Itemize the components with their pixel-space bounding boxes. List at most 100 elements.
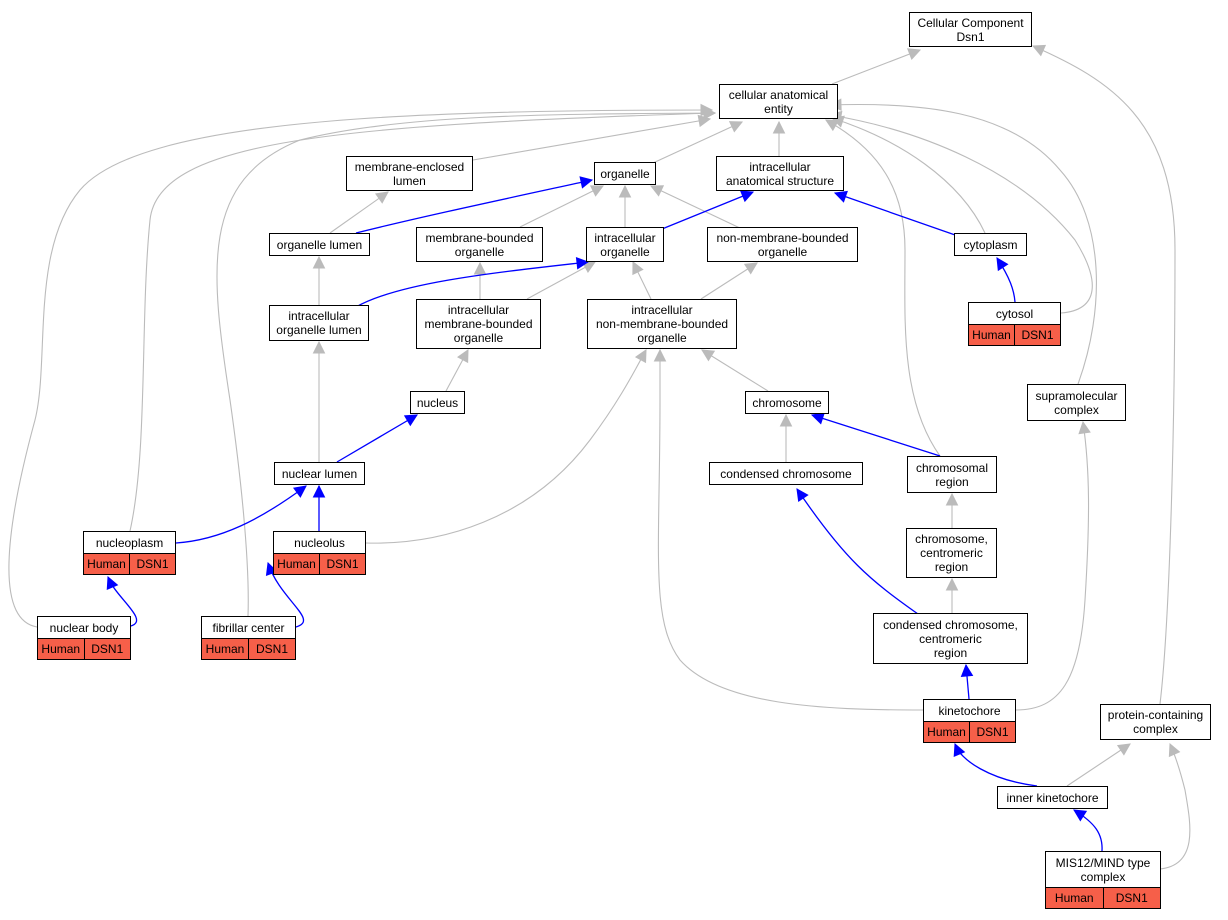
term-label: supramolecular complex [1035,388,1118,417]
edge-is-a-mbo-to-org [519,185,604,228]
annotation-species: Human [274,554,319,574]
term-node-cchrom[interactable]: condensed chromosome [709,462,863,485]
term-label: organelle [600,166,650,181]
term-label: intracellular organelle [594,230,656,259]
term-node-nbody[interactable]: nuclear body [37,616,131,639]
edge-part-of-io-to-ias-arrowhead [739,190,755,203]
term-node-root[interactable]: Cellular Component Dsn1 [909,12,1032,47]
edge-is-a-chreg-to-cae-arrowhead [825,119,840,132]
term-node-nmbo[interactable]: non-membrane-bounded organelle [707,227,858,262]
term-node-cytosol[interactable]: cytosol [968,302,1061,325]
edge-is-a-cchrom-to-chrom-arrowhead [779,413,793,427]
term-node-chrom[interactable]: chromosome [745,391,829,414]
edge-part-of-cyto-to-ias [834,192,959,237]
edge-is-a-olum-to-mel [329,191,389,234]
term-node-inmbo[interactable]: intracellular non-membrane-bounded organ… [587,299,737,349]
term-label: protein-containing complex [1107,708,1204,736]
term-node-nuc[interactable]: nucleus [410,391,465,414]
term-label: nucleolus [294,535,345,550]
edge-part-of-cytosol-to-cyto-arrowhead [996,257,1009,272]
edge-is-a-mis12-to-pcc-arrowhead [1168,742,1181,758]
term-node-cae[interactable]: cellular anatomical entity [719,84,838,119]
annotation-gene: DSN1 [1014,325,1060,345]
term-label: chromosomal region [915,460,989,489]
term-node-org[interactable]: organelle [594,162,656,185]
edge-is-a-inmbo-to-nmbo-arrowhead [743,262,758,275]
edge-is-a-nucleolus-to-inmbo-arrowhead [634,349,647,364]
term-node-imbo[interactable]: intracellular membrane-bounded organelle [416,299,541,349]
edge-is-a-imbo-to-io [526,261,596,300]
edge-part-of-nucleolus-to-nlum-arrowhead [312,484,326,498]
annotation-gene: DSN1 [319,554,365,574]
term-node-ccr[interactable]: chromosome, centromeric region [906,528,997,578]
term-node-mel[interactable]: membrane-enclosed lumen [346,156,473,191]
edge-is-a-fc-to-cae [216,112,716,617]
edge-is-a-io-to-org-arrowhead [618,184,632,198]
term-node-cccr[interactable]: condensed chromosome, centromeric region [873,613,1028,664]
edge-is-a-ik-to-pcc [1066,743,1131,787]
term-label: MIS12/MIND type complex [1055,855,1151,884]
edge-is-a-inmbo-to-io-arrowhead [632,260,644,276]
term-node-smc[interactable]: supramolecular complex [1027,384,1126,421]
edge-is-a-kin-to-inmbo [657,350,924,711]
edge-is-a-nmbo-to-org-arrowhead [649,185,665,197]
annotation-species: Human [202,639,248,659]
edge-is-a-kin-to-inmbo-arrowhead [653,348,667,362]
annotation-gene: DSN1 [1102,888,1160,908]
edge-is-a-org-to-cae-arrowhead [728,121,744,133]
edge-part-of-olum-to-org [355,179,593,234]
annotation-species: Human [84,554,129,574]
term-node-io[interactable]: intracellular organelle [586,227,664,262]
edge-part-of-cccr-to-cchrom-arrowhead [796,488,809,503]
term-label: inner kinetochore [1006,790,1099,805]
term-node-chreg[interactable]: chromosomal region [907,456,997,493]
term-node-nucleolus[interactable]: nucleolus [273,531,366,554]
edge-is-a-nmbo-to-org [650,185,743,230]
term-label: kinetochore [938,703,1001,718]
edge-part-of-nlum-to-nuc-arrowhead [403,414,418,427]
edge-is-a-nucleolus-to-inmbo [365,349,647,544]
term-node-mbo[interactable]: membrane-bounded organelle [416,227,543,262]
term-label: nuclear body [49,620,119,635]
edge-is-a-kin-to-smc-arrowhead [1078,420,1091,435]
edge-part-of-mis12-to-ik-arrowhead [1073,809,1088,822]
term-label: cytoplasm [963,237,1018,252]
term-label: nuclear lumen [281,466,358,481]
edge-part-of-iol-to-io-arrowhead [575,257,590,270]
term-label: Cellular Component Dsn1 [917,15,1024,44]
edge-is-a-mbo-to-org-arrowhead [589,185,605,197]
edge-part-of-chreg-to-chrom [811,414,941,457]
term-node-ias[interactable]: intracellular anatomical structure [716,156,844,191]
annotation-species: Human [969,325,1014,345]
edge-part-of-kin-to-cccr-arrowhead [960,663,974,678]
term-node-cyto[interactable]: cytoplasm [954,233,1027,256]
edge-is-a-olum-to-mel-arrowhead [374,191,389,204]
term-node-mis12[interactable]: MIS12/MIND type complex [1045,851,1161,888]
edge-is-a-ccr-to-chreg-arrowhead [945,492,959,506]
annotation-gene: DSN1 [129,554,175,574]
edge-is-a-nplasm-to-cae [129,112,716,532]
term-label: intracellular non-membrane-bounded organ… [595,303,729,345]
term-label: non-membrane-bounded organelle [716,230,849,259]
edge-part-of-nlum-to-nuc [336,414,418,463]
term-node-olum[interactable]: organelle lumen [269,233,370,256]
term-node-pcc[interactable]: protein-containing complex [1100,704,1211,740]
edge-is-a-imbo-to-io-arrowhead [581,261,596,274]
term-label: membrane-bounded organelle [425,230,534,259]
term-node-nplasm[interactable]: nucleoplasm [83,531,176,554]
edge-is-a-nuc-to-imbo-arrowhead [457,349,469,364]
edge-is-a-pcc-to-root [1032,45,1176,705]
edge-is-a-kin-to-smc [1015,421,1090,711]
term-node-fc[interactable]: fibrillar center [201,616,296,639]
edge-is-a-org-to-cae [652,121,743,164]
term-node-nlum[interactable]: nuclear lumen [274,462,365,485]
term-label: cellular anatomical entity [728,87,829,116]
edge-part-of-iol-to-io [355,261,589,308]
term-node-iol[interactable]: intracellular organelle lumen [269,305,369,341]
term-node-kin[interactable]: kinetochore [923,699,1016,722]
term-node-ik[interactable]: inner kinetochore [997,786,1108,809]
